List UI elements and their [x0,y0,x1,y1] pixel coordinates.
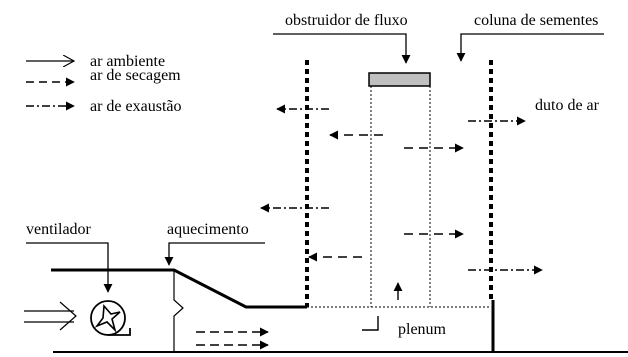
seed-column-label: coluna de sementes [474,12,598,29]
legend-exhaust-air-label: ar de exaustão [90,98,182,115]
heater-element [173,270,184,352]
fan-label: ventilador [26,221,92,238]
ambient-air-inlet-arrow [24,301,77,331]
seed-column-leader [456,33,604,62]
legend-ambient-air-label: ar ambiente [90,53,165,70]
legend-drying-air-label: ar de secagem [90,67,181,84]
air-duct-label: duto de ar [535,97,600,114]
flow-obstructor [368,72,431,87]
fan-leader [26,242,113,293]
plenum-upward-drying-air-arrow [362,316,379,331]
legend: ar ambiente ar de secagem ar de exaustão [26,53,182,115]
plenum-label: plenum [398,321,447,338]
flow-obstructor-leader [273,33,411,64]
fan-icon [90,300,131,336]
heating-label: aquecimento [167,221,249,238]
duct-top-wall [51,268,307,309]
heating-leader [164,242,265,266]
flow-obstructor-label: obstruidor de fluxo [285,12,408,29]
